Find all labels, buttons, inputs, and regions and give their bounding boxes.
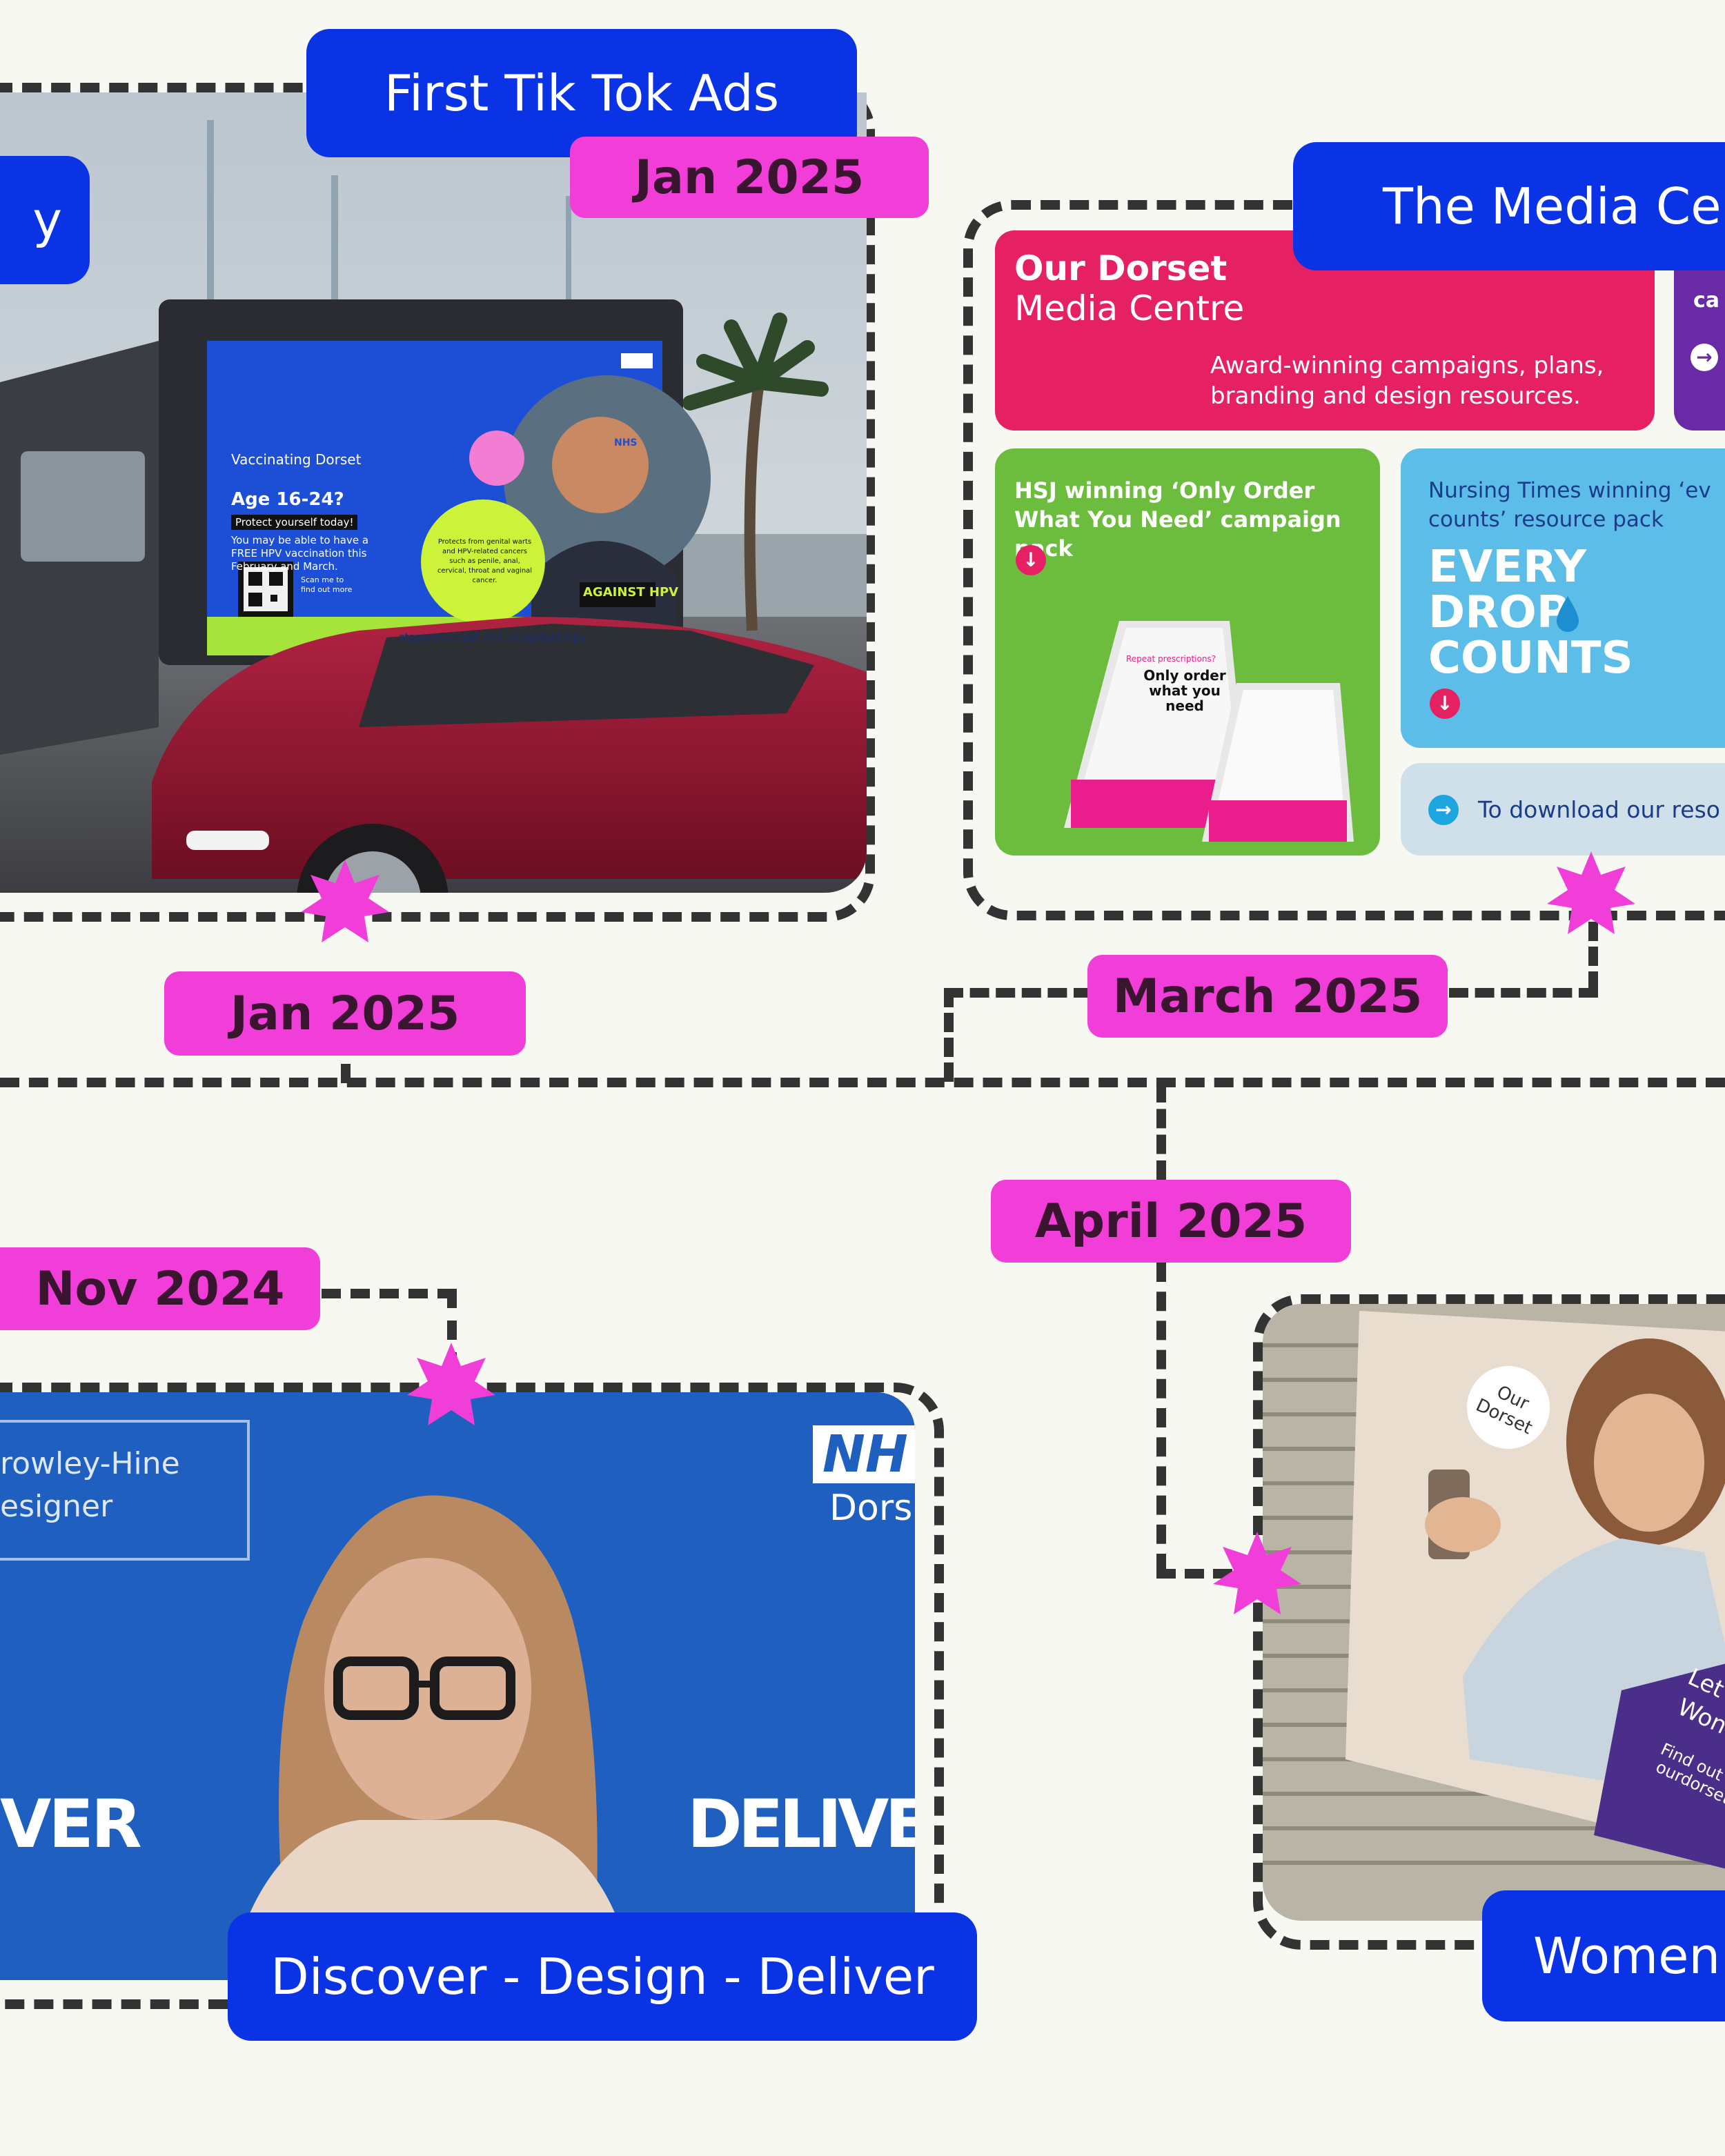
download-arrow-icon-2[interactable]: ↓ [1430, 689, 1460, 719]
connector-april-bottom [1156, 1263, 1166, 1573]
star-marker-march [1547, 851, 1635, 934]
women-photo: Our Dorset Let Won Find out ourdorset [1263, 1304, 1725, 1921]
van-photo: Vaccinating Dorset NHS Age 16-24? Protec… [0, 92, 867, 893]
nov-date[interactable]: Nov 2024 [0, 1247, 320, 1330]
hsj-card-title: HSJ winning ‘Only Order What You Need’ c… [1014, 477, 1341, 562]
van-ad-bubble: Protects from genital warts and HPV-rela… [437, 538, 533, 584]
tent-card-only: Only order what you need [1143, 667, 1226, 714]
star-marker-april [1213, 1532, 1301, 1614]
van-ad-brand: Vaccinating Dorset [231, 451, 362, 468]
tiktok-title[interactable]: First Tik Tok Ads [306, 29, 857, 157]
presenter-name: rowley-Hine [0, 1446, 180, 1481]
download-text: To download our reso [1478, 796, 1720, 823]
label-partial-left: y [0, 156, 90, 284]
download-bar[interactable]: → To download our reso [1401, 763, 1725, 856]
connector-march-left [944, 988, 954, 1082]
jan-date[interactable]: Jan 2025 [164, 971, 526, 1056]
download-arrow-icon[interactable]: ↓ [1016, 545, 1046, 575]
van-ad-body: You may be able to have a FREE HPV vacci… [231, 534, 369, 573]
presenter-role: esigner [0, 1489, 113, 1524]
connector-march-up [1588, 922, 1598, 991]
connector-april-top [1156, 1083, 1166, 1180]
tiktok-date[interactable]: Jan 2025 [570, 137, 929, 218]
backdrop-word-right: DELIVER [687, 1786, 915, 1863]
nursing-card[interactable]: Nursing Times winning ‘ev counts’ resour… [1401, 448, 1725, 748]
arrow-right-icon-2[interactable]: → [1428, 795, 1459, 825]
women-title[interactable]: Women [1482, 1890, 1725, 2021]
every-text: EVERY [1428, 542, 1587, 593]
nhs-dorset-text: Dors [829, 1487, 913, 1529]
van-ad-url: staywelldorset.nhs.uk/update/hpv [399, 631, 586, 644]
media-centre-title[interactable]: The Media Ce [1293, 142, 1725, 270]
connector-nov-h [322, 1289, 457, 1298]
media-centre-desc: Award-winning campaigns, plans, branding… [1210, 352, 1604, 410]
march-date[interactable]: March 2025 [1087, 955, 1448, 1038]
connector-march-right [1449, 988, 1598, 998]
van-ad-nhs: NHS [614, 437, 638, 448]
connector-april-foot [1156, 1569, 1232, 1579]
tent-card-repeat: Repeat prescriptions? [1126, 654, 1216, 664]
van-ad-headline: Age 16-24? [231, 489, 344, 510]
tiktok-frame [0, 83, 875, 922]
star-marker-nov [407, 1343, 495, 1425]
media-centre-title2: Media Centre [1014, 288, 1245, 328]
van-scene [0, 92, 867, 893]
water-drop-icon [1557, 596, 1579, 632]
discover-title[interactable]: Discover - Design - Deliver [228, 1912, 977, 2041]
video-call-photo: rowley-Hine esigner NH Dors VER DELIVER [0, 1392, 915, 1980]
arrow-right-icon[interactable]: → [1690, 344, 1718, 371]
purple-card-text: ca [1693, 288, 1720, 313]
nursing-card-title: Nursing Times winning ‘ev counts’ resour… [1428, 478, 1711, 532]
star-marker-jan [301, 860, 389, 942]
hsj-card[interactable]: HSJ winning ‘Only Order What You Need’ c… [995, 448, 1380, 856]
drop-text: DROP [1428, 587, 1569, 638]
nhs-logo: NH [813, 1425, 915, 1483]
counts-text: COUNTS [1428, 633, 1633, 684]
backdrop-word-left: VER [0, 1786, 142, 1863]
van-ad-badge: AGAINST HPV [583, 585, 679, 600]
presenter-scene [0, 1392, 915, 1980]
timeline-main-line [0, 1078, 1725, 1087]
van-ad-protect: Protect yourself today! [231, 515, 358, 530]
van-ad-scan: Scan me to find out more [301, 575, 353, 594]
media-centre-title1: Our Dorset [1014, 248, 1228, 288]
april-date[interactable]: April 2025 [991, 1180, 1351, 1263]
table-tent-cards [1064, 621, 1354, 842]
connector-march-top [944, 988, 1093, 998]
